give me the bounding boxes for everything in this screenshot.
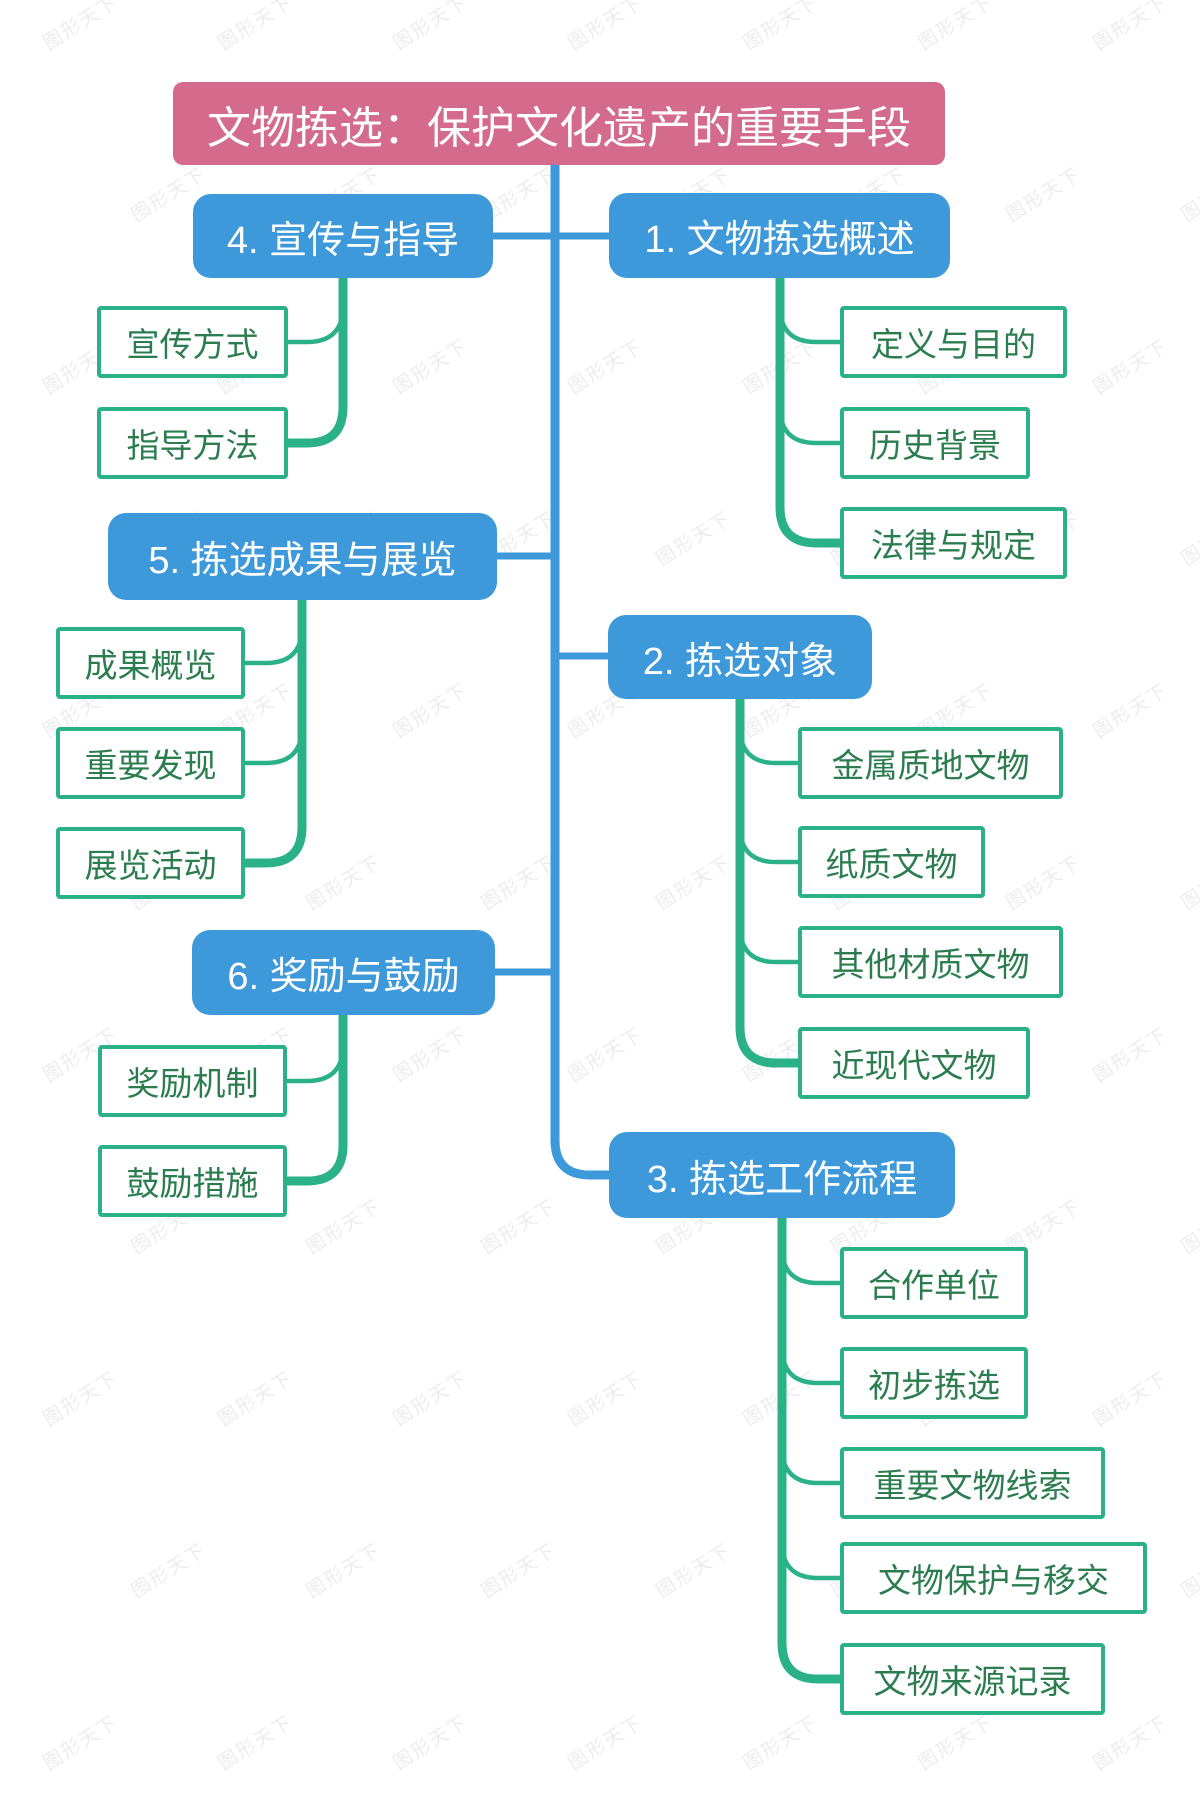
branch-2-child-3[interactable]: 其他材质文物 [798, 926, 1063, 998]
link-branch-2-child-1 [737, 726, 798, 766]
branch-2-child-1[interactable]: 金属质地文物 [798, 727, 1063, 799]
trunk-branch-1 [775, 276, 840, 548]
trunk-branch-3 [777, 1216, 840, 1684]
link-branch-1-child-2 [777, 406, 840, 446]
trunk-branch-4 [288, 276, 348, 448]
branch-3-child-4[interactable]: 文物保护与移交 [840, 1542, 1147, 1614]
link-branch-1-child-1 [777, 305, 840, 345]
branch-3-child-2[interactable]: 初步拣选 [840, 1347, 1028, 1419]
root-topic[interactable]: 文物拣选：保护文化遗产的重要手段 [173, 82, 945, 165]
branch-4-child-1[interactable]: 宣传方式 [97, 306, 288, 378]
branch-6-child-2[interactable]: 鼓励措施 [98, 1145, 287, 1217]
branch-topic-6[interactable]: 6. 奖励与鼓励 [192, 930, 495, 1015]
branch-topic-3[interactable]: 3. 拣选工作流程 [609, 1132, 955, 1218]
branch-1-child-2[interactable]: 历史背景 [840, 407, 1030, 479]
branch-4-child-2[interactable]: 指导方法 [97, 407, 288, 479]
link-branch-2-child-2 [737, 825, 798, 865]
branch-6-child-1[interactable]: 奖励机制 [98, 1045, 287, 1117]
branch-topic-5[interactable]: 5. 拣选成果与展览 [108, 513, 497, 600]
branch-1-child-3[interactable]: 法律与规定 [840, 507, 1067, 579]
link-branch-3-child-3 [779, 1446, 840, 1486]
branch-2-child-4[interactable]: 近现代文物 [798, 1027, 1030, 1099]
branch-3-child-1[interactable]: 合作单位 [840, 1247, 1028, 1319]
branch-1-child-1[interactable]: 定义与目的 [840, 306, 1067, 378]
branch-3-child-5[interactable]: 文物来源记录 [840, 1643, 1105, 1715]
branch-topic-4[interactable]: 4. 宣传与指导 [193, 194, 493, 278]
link-branch-3-child-1 [779, 1246, 840, 1286]
branch-3-child-3[interactable]: 重要文物线索 [840, 1447, 1105, 1519]
branch-5-child-1[interactable]: 成果概览 [56, 627, 245, 699]
branch-5-child-2[interactable]: 重要发现 [56, 727, 245, 799]
trunk-branch-5 [245, 598, 307, 868]
trunk-branch-2 [735, 697, 798, 1068]
link-branch-6-child-1 [287, 1044, 346, 1084]
branch-topic-1[interactable]: 1. 文物拣选概述 [609, 193, 950, 278]
branch-5-child-3[interactable]: 展览活动 [56, 827, 245, 899]
branch-2-child-2[interactable]: 纸质文物 [798, 826, 985, 898]
link-branch-3-child-4 [779, 1541, 840, 1581]
link-branch-2-child-3 [737, 925, 798, 965]
trunk-branch-6 [287, 1013, 348, 1186]
branch-topic-2[interactable]: 2. 拣选对象 [608, 615, 872, 699]
link-branch-3-child-2 [779, 1346, 840, 1386]
link-branch-5-child-2 [245, 726, 305, 766]
link-branch-5-child-1 [245, 626, 305, 666]
link-branch-4-child-1 [288, 305, 346, 345]
connector-spine [550, 163, 609, 1180]
